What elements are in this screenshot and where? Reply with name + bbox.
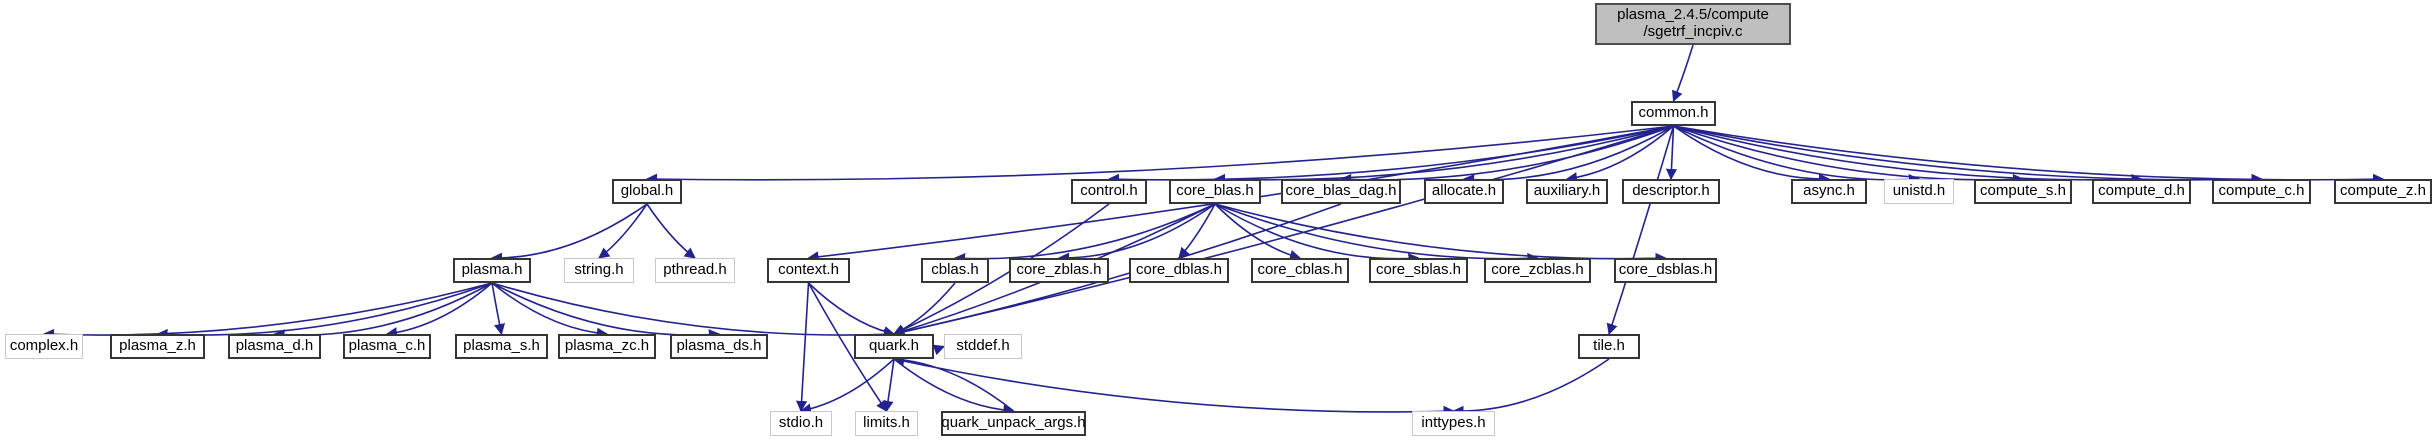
graph-edge-root-to-common bbox=[1672, 44, 1694, 103]
graph-edge-common-to-allocate bbox=[1462, 125, 1674, 186]
graph-edge-quark_unpack_args-to-quark bbox=[892, 354, 1014, 412]
graph-edge-common-to-unistd bbox=[1673, 125, 1921, 186]
graph-node-string[interactable]: string.h bbox=[564, 258, 634, 283]
graph-edge-plasma-to-complex bbox=[42, 282, 493, 340]
graph-node-core_cblas[interactable]: core_cblas.h bbox=[1251, 258, 1349, 283]
graph-node-compute_s[interactable]: compute_s.h bbox=[1974, 179, 2072, 204]
graph-edge-common-to-auxiliary bbox=[1565, 125, 1675, 184]
graph-edge-quark-to-stdio bbox=[799, 358, 895, 415]
graph-node-plasma_ds[interactable]: plasma_ds.h bbox=[670, 334, 768, 359]
graph-edge-common-to-compute_d bbox=[1673, 125, 2143, 185]
graph-node-plasma_z[interactable]: plasma_z.h bbox=[110, 334, 205, 359]
graph-node-core_zblas[interactable]: core_zblas.h bbox=[1009, 258, 1109, 283]
graph-edge-cblas-to-quark bbox=[892, 282, 956, 335]
graph-edge-quark-to-limits bbox=[882, 358, 895, 413]
graph-edge-plasma-to-plasma_z bbox=[156, 282, 493, 341]
graph-node-complex[interactable]: complex.h bbox=[5, 334, 83, 359]
graph-edge-plasma-to-quark bbox=[491, 282, 896, 341]
graph-node-plasma_s[interactable]: plasma_s.h bbox=[455, 334, 548, 359]
graph-node-auxiliary[interactable]: auxiliary.h bbox=[1526, 179, 1608, 204]
graph-node-plasma_c[interactable]: plasma_c.h bbox=[343, 334, 431, 359]
graph-node-tile[interactable]: tile.h bbox=[1578, 334, 1640, 359]
graph-edge-common-to-control bbox=[1107, 125, 1674, 185]
graph-node-context[interactable]: context.h bbox=[767, 258, 850, 283]
graph-node-inttypes[interactable]: inttypes.h bbox=[1412, 411, 1495, 436]
graph-edge-plasma-to-plasma_s bbox=[491, 282, 506, 336]
graph-edge-common-to-core_blas_dag bbox=[1339, 125, 1674, 186]
graph-node-plasma[interactable]: plasma.h bbox=[453, 258, 531, 283]
graph-edge-context-to-quark bbox=[807, 282, 896, 338]
graph-node-allocate[interactable]: allocate.h bbox=[1424, 179, 1504, 204]
graph-node-core_blas[interactable]: core_blas.h bbox=[1169, 179, 1261, 204]
graph-node-plasma_zc[interactable]: plasma_zc.h bbox=[558, 334, 656, 359]
graph-edge-common-to-quark bbox=[892, 125, 1674, 338]
graph-edge-global-to-pthread bbox=[646, 203, 696, 259]
graph-edge-plasma-to-plasma_zc bbox=[491, 282, 609, 339]
graph-edge-core_blas-to-core_zcblas bbox=[1214, 203, 1539, 265]
graph-edge-common-to-async bbox=[1673, 125, 1831, 185]
graph-edge-common-to-compute_c bbox=[1673, 125, 2263, 185]
graph-node-descriptor[interactable]: descriptor.h bbox=[1622, 179, 1720, 204]
graph-node-common[interactable]: common.h bbox=[1631, 101, 1716, 126]
graph-node-async[interactable]: async.h bbox=[1791, 179, 1867, 204]
graph-edge-quark-to-quark_unpack_args bbox=[893, 358, 1015, 416]
graph-edge-common-to-compute_s bbox=[1673, 125, 2025, 186]
graph-edge-global-to-plasma bbox=[490, 203, 648, 264]
graph-node-quark[interactable]: quark.h bbox=[854, 334, 934, 359]
graph-edge-common-to-tile bbox=[1606, 125, 1675, 336]
graph-node-core_sblas[interactable]: core_sblas.h bbox=[1369, 258, 1468, 283]
graph-edge-plasma-to-plasma_d bbox=[273, 282, 493, 341]
graph-node-compute_d[interactable]: compute_d.h bbox=[2092, 179, 2191, 204]
graph-node-core_dblas[interactable]: core_dblas.h bbox=[1129, 258, 1229, 283]
graph-node-compute_z[interactable]: compute_z.h bbox=[2334, 179, 2432, 204]
graph-node-core_blas_dag[interactable]: core_blas_dag.h bbox=[1281, 179, 1401, 204]
graph-edge-plasma-to-plasma_c bbox=[385, 282, 493, 339]
graph-node-root[interactable]: plasma_2.4.5/compute /sgetrf_incpiv.c bbox=[1595, 3, 1791, 45]
graph-edge-core_blas-to-core_dsblas bbox=[1214, 203, 1667, 264]
graph-node-quark_unpack_args[interactable]: quark_unpack_args.h bbox=[941, 411, 1086, 436]
graph-edge-common-to-compute_z bbox=[1673, 125, 2385, 185]
graph-edge-core_blas-to-core_sblas bbox=[1214, 203, 1420, 265]
graph-node-pthread[interactable]: pthread.h bbox=[655, 258, 735, 283]
graph-edge-global-to-string bbox=[598, 203, 648, 259]
graph-node-global[interactable]: global.h bbox=[612, 179, 682, 204]
graph-edge-common-to-descriptor bbox=[1665, 125, 1678, 181]
graph-node-cblas[interactable]: cblas.h bbox=[921, 258, 989, 283]
graph-edge-common-to-core_blas bbox=[1213, 125, 1674, 185]
graph-edge-core_blas-to-cblas bbox=[953, 203, 1216, 265]
graph-edge-common-to-global bbox=[645, 125, 1674, 185]
graph-node-core_dsblas[interactable]: core_dsblas.h bbox=[1614, 258, 1717, 283]
graph-node-plasma_d[interactable]: plasma_d.h bbox=[228, 334, 321, 359]
graph-edge-context-to-stdio bbox=[796, 282, 810, 413]
graph-edge-quark-to-inttypes bbox=[893, 358, 1455, 417]
graph-node-stddef[interactable]: stddef.h bbox=[944, 334, 1022, 359]
graph-edge-core_blas-to-core_cblas bbox=[1214, 203, 1302, 261]
graph-node-limits[interactable]: limits.h bbox=[855, 411, 918, 436]
graph-node-core_zcblas[interactable]: core_zcblas.h bbox=[1484, 258, 1591, 283]
graph-edge-core_blas-to-core_dblas bbox=[1178, 203, 1216, 259]
graph-node-unistd[interactable]: unistd.h bbox=[1884, 179, 1954, 204]
graph-edge-tile-to-inttypes bbox=[1452, 358, 1610, 417]
graph-edge-core_blas-to-core_zblas bbox=[1057, 203, 1216, 264]
graph-edge-quark-to-stddef bbox=[932, 344, 946, 356]
graph-node-control[interactable]: control.h bbox=[1071, 179, 1147, 204]
graph-edge-plasma-to-plasma_ds bbox=[491, 282, 721, 341]
graph-node-compute_c[interactable]: compute_c.h bbox=[2212, 179, 2311, 204]
graph-node-stdio[interactable]: stdio.h bbox=[770, 411, 832, 436]
